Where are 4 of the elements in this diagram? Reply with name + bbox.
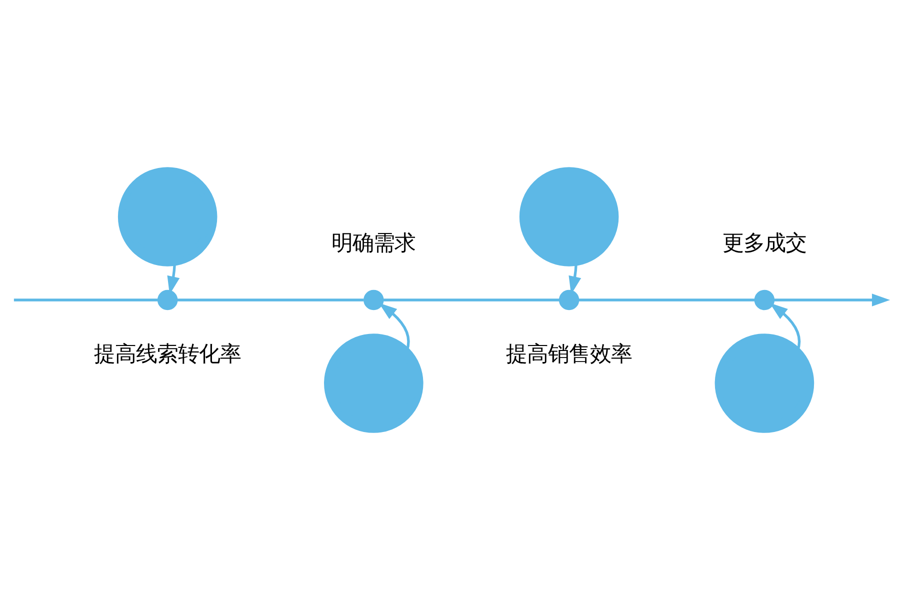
- label: 提高线索转化率: [94, 342, 242, 367]
- label: 明确需求: [332, 230, 416, 256]
- label: 更多成交: [722, 230, 806, 256]
- label: 提高销售效率: [506, 342, 632, 367]
